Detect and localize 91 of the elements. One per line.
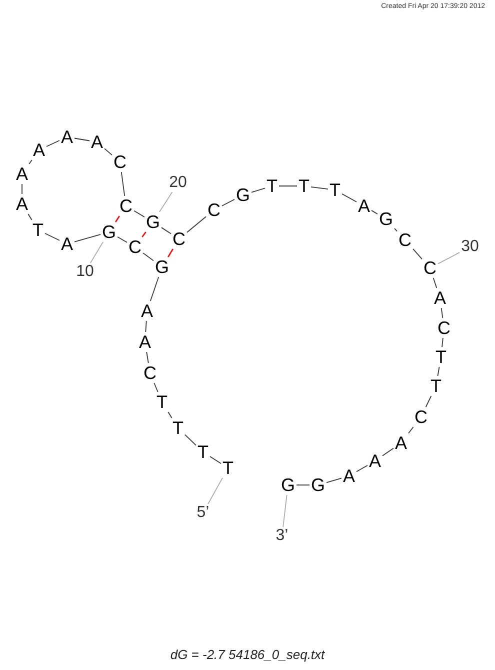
backbone-line bbox=[142, 252, 154, 262]
caption: dG = -2.7 54186_0_seq.txt bbox=[170, 647, 325, 662]
backbone-line bbox=[356, 464, 368, 472]
nucleotide-letter: T bbox=[436, 348, 446, 366]
backbone-line bbox=[371, 210, 378, 214]
leader-line bbox=[208, 478, 223, 504]
backbone-line bbox=[74, 234, 101, 242]
nucleotide-letter: A bbox=[61, 128, 73, 146]
backbone-line bbox=[382, 448, 394, 456]
nucleotide-letter: C bbox=[120, 197, 132, 215]
nucleotide-letter: T bbox=[298, 177, 310, 195]
backbone-line bbox=[104, 148, 112, 156]
backbone-line bbox=[46, 140, 60, 147]
nucleotide-letter: A bbox=[343, 467, 355, 485]
backbone-line bbox=[117, 236, 128, 243]
backbone-line bbox=[408, 426, 414, 434]
leader-line bbox=[158, 192, 173, 212]
base-pair-line bbox=[168, 248, 174, 258]
backbone-line bbox=[251, 188, 266, 193]
backbone-line bbox=[440, 308, 444, 318]
backbone-line bbox=[134, 210, 145, 218]
leader-line bbox=[282, 494, 288, 528]
backbone-line bbox=[150, 276, 160, 302]
backbone-line bbox=[437, 366, 440, 376]
nucleotide-letter: T bbox=[172, 419, 184, 437]
backbone-line bbox=[432, 278, 438, 288]
backbone-line bbox=[145, 320, 147, 332]
nucleotide-letter: T bbox=[198, 443, 208, 461]
nucleotide-letter: G bbox=[236, 186, 250, 204]
nucleotide-letter: A bbox=[358, 197, 370, 215]
backbone-line bbox=[168, 412, 172, 418]
backbone-line bbox=[296, 484, 310, 486]
nucleotide-letter: C bbox=[424, 259, 436, 277]
nucleotide-letter: A bbox=[33, 141, 45, 159]
nucleotide-letter: C bbox=[438, 319, 450, 337]
nucleotide-letter: A bbox=[141, 302, 153, 320]
backbone-line bbox=[44, 232, 60, 241]
backbone-line bbox=[184, 434, 196, 446]
nucleotide-letter: C bbox=[114, 153, 126, 171]
backbone-line bbox=[120, 172, 126, 196]
nucleotide-letter: G bbox=[281, 476, 295, 494]
nucleotide-letter: A bbox=[16, 165, 28, 183]
backbone-line bbox=[154, 382, 158, 392]
nucleotide-letter: A bbox=[16, 195, 28, 213]
base-pair-line bbox=[142, 232, 146, 238]
backbone-line bbox=[326, 478, 342, 483]
nucleotide-letter: C bbox=[414, 408, 428, 426]
backbone-line bbox=[412, 248, 422, 260]
nucleotide-letter: T bbox=[222, 459, 234, 477]
backbone-line bbox=[28, 160, 32, 164]
backbone-line bbox=[394, 228, 398, 232]
base-pair-line bbox=[115, 216, 120, 222]
backbone-line bbox=[210, 456, 222, 464]
nucleotide-letter: C bbox=[128, 238, 142, 256]
nucleotide-letter: G bbox=[102, 223, 116, 241]
position-label: 10 bbox=[76, 264, 94, 280]
nucleotide-letter: A bbox=[139, 333, 151, 351]
backbone-line bbox=[146, 352, 149, 364]
position-label: 3’ bbox=[276, 528, 288, 544]
backbone-line bbox=[186, 216, 206, 233]
leader-line bbox=[438, 252, 460, 264]
position-label: 30 bbox=[461, 239, 479, 255]
nucleotide-letter: C bbox=[208, 201, 220, 219]
nucleotide-letter: A bbox=[434, 289, 446, 307]
backbone-line bbox=[28, 214, 32, 220]
nucleotide-letter: G bbox=[379, 210, 393, 228]
nucleotide-letter: C bbox=[398, 231, 412, 249]
backbone-line bbox=[442, 338, 444, 348]
nucleotide-letter: C bbox=[144, 364, 156, 382]
nucleotide-letter: G bbox=[311, 476, 325, 494]
nucleotide-letter: A bbox=[91, 133, 103, 151]
nucleotide-letter: T bbox=[32, 221, 44, 239]
nucleotide-letter: A bbox=[61, 235, 73, 253]
backbone-line bbox=[74, 138, 90, 142]
nucleotide-letter: T bbox=[430, 377, 442, 395]
nucleotide-letter: T bbox=[156, 393, 168, 411]
backbone-line bbox=[310, 186, 328, 190]
backbone-line bbox=[222, 198, 235, 206]
position-label: 5’ bbox=[196, 505, 210, 521]
nucleotide-letter: T bbox=[266, 177, 278, 195]
backbone-line bbox=[161, 227, 172, 234]
nucleotide-letter: G bbox=[146, 213, 160, 231]
position-label: 20 bbox=[169, 175, 187, 191]
nucleotide-letter: G bbox=[155, 258, 169, 276]
nucleotide-letter: A bbox=[395, 434, 407, 452]
nucleotide-letter: T bbox=[330, 181, 340, 199]
nucleotide-letter: C bbox=[172, 230, 186, 248]
backbone-line bbox=[342, 193, 357, 202]
leader-line bbox=[90, 242, 104, 264]
backbone-line bbox=[425, 396, 432, 408]
nucleotide-letter: A bbox=[369, 452, 381, 470]
